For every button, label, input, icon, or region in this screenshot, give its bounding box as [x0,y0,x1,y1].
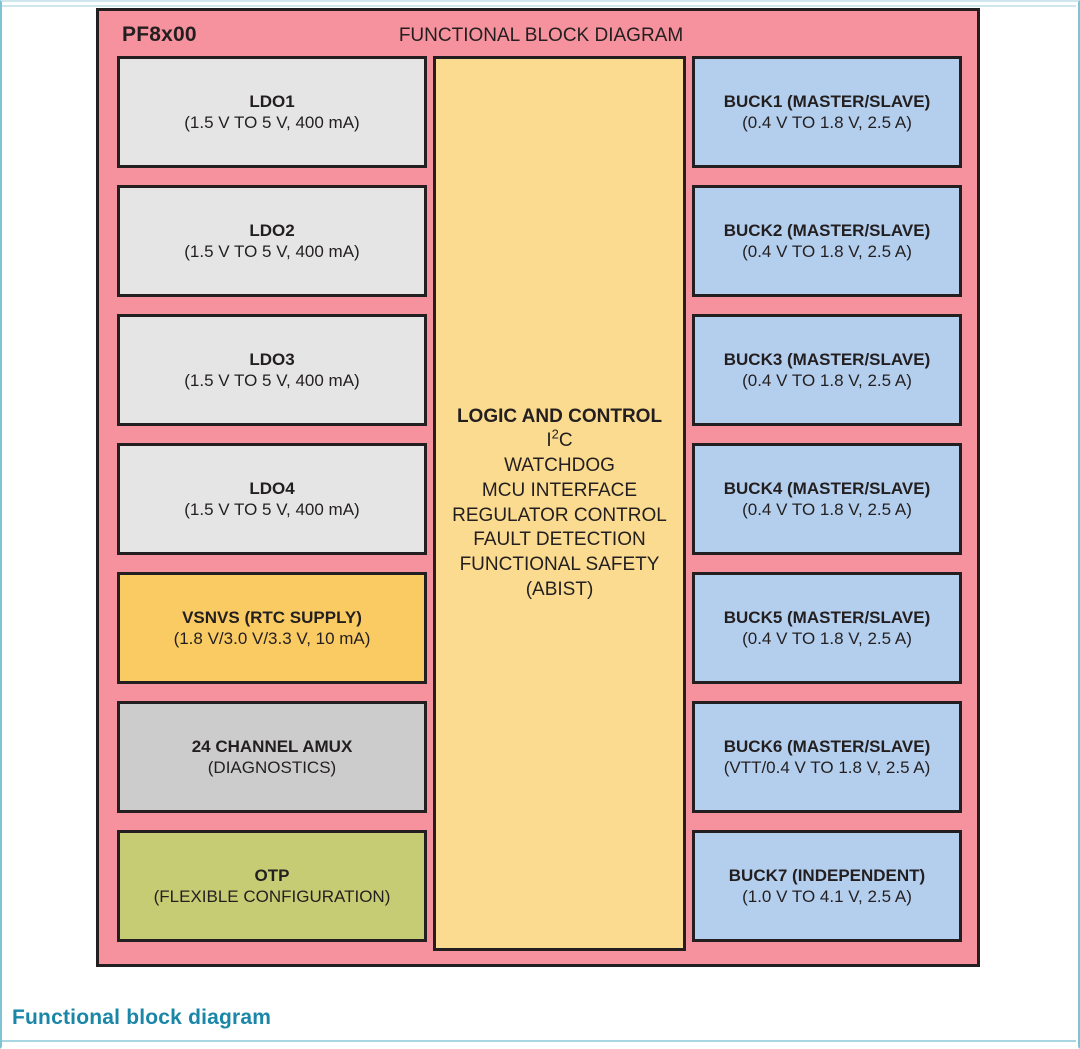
diagram-title-label: FUNCTIONAL BLOCK DIAGRAM [398,25,684,46]
logic-block-line-3: REGULATOR CONTROL [452,504,667,526]
left-block-1-title: LDO1 [249,91,295,111]
buck-block-7-subtitle: (1.0 V TO 4.1 V, 2.5 A) [742,887,912,906]
buck-block-7-title: BUCK7 (INDEPENDENT) [728,865,926,885]
left-block-6-title: 24 CHANNEL AMUX [191,736,353,756]
buck-block-5: BUCK5 (MASTER/SLAVE) (0.4 V TO 1.8 V, 2.5… [692,572,962,684]
left-block-2-subtitle: (1.5 V TO 5 V, 400 mA) [184,242,360,261]
bottom-rule [2,1040,1076,1042]
left-block-6: 24 CHANNEL AMUX (DIAGNOSTICS) [117,701,427,813]
device-container: PF8x00 FUNCTIONAL BLOCK DIAGRAM LDO1 (1.5… [96,8,980,967]
logic-block-line-6: (ABIST) [525,578,594,600]
left-block-5: VSNVS (RTC SUPPLY) (1.8 V/3.0 V/3.3 V, 10… [117,572,427,684]
buck-block-2: BUCK2 (MASTER/SLAVE) (0.4 V TO 1.8 V, 2.5… [692,185,962,297]
left-block-5-subtitle: (1.8 V/3.0 V/3.3 V, 10 mA) [173,629,371,648]
top-rule [2,5,1076,7]
i2c-superscript: 2 [551,427,559,443]
figure-caption: Functional block diagram [12,1006,272,1029]
logic-block-line-4: FAULT DETECTION [473,529,646,551]
right-block-column: BUCK1 (MASTER/SLAVE) (0.4 V TO 1.8 V, 2.5… [692,56,962,959]
left-block-2: LDO2 (1.5 V TO 5 V, 400 mA) [117,185,427,297]
buck-block-4-title: BUCK4 (MASTER/SLAVE) [723,478,931,498]
device-name-label: PF8x00 [122,23,197,46]
buck-block-6-title: BUCK6 (MASTER/SLAVE) [723,736,931,756]
buck-block-3: BUCK3 (MASTER/SLAVE) (0.4 V TO 1.8 V, 2.5… [692,314,962,426]
i2c-suffix: C [558,430,573,452]
left-block-1: LDO1 (1.5 V TO 5 V, 400 mA) [117,56,427,168]
left-block-4: LDO4 (1.5 V TO 5 V, 400 mA) [117,443,427,555]
left-block-4-subtitle: (1.5 V TO 5 V, 400 mA) [184,500,360,519]
buck-block-6-subtitle: (VTT/0.4 V TO 1.8 V, 2.5 A) [723,758,931,777]
buck-block-6: BUCK6 (MASTER/SLAVE) (VTT/0.4 V TO 1.8 V,… [692,701,962,813]
logic-block-title: LOGIC AND CONTROL [456,405,663,427]
left-block-3: LDO3 (1.5 V TO 5 V, 400 mA) [117,314,427,426]
buck-block-5-title: BUCK5 (MASTER/SLAVE) [723,607,931,627]
buck-block-4: BUCK4 (MASTER/SLAVE) (0.4 V TO 1.8 V, 2.5… [692,443,962,555]
left-block-column: LDO1 (1.5 V TO 5 V, 400 mA) LDO2 (1.5 V TO … [117,56,427,959]
buck-block-7: BUCK7 (INDEPENDENT) (1.0 V TO 4.1 V, 2.5 … [692,830,962,942]
left-block-5-title: VSNVS (RTC SUPPLY) [182,607,362,627]
buck-block-1-subtitle: (0.4 V TO 1.8 V, 2.5 A) [742,113,912,132]
buck-block-3-title: BUCK3 (MASTER/SLAVE) [723,349,931,369]
buck-block-3-subtitle: (0.4 V TO 1.8 V, 2.5 A) [742,371,912,390]
buck-block-5-subtitle: (0.4 V TO 1.8 V, 2.5 A) [742,629,912,648]
left-block-7-title: OTP [254,865,290,885]
buck-block-1: BUCK1 (MASTER/SLAVE) (0.4 V TO 1.8 V, 2.5… [692,56,962,168]
i2c-prefix: I [546,430,552,452]
buck-block-2-subtitle: (0.4 V TO 1.8 V, 2.5 A) [742,242,912,261]
left-block-6-subtitle: (DIAGNOSTICS) [207,758,337,777]
left-block-2-title: LDO2 [249,220,295,240]
left-block-3-subtitle: (1.5 V TO 5 V, 400 mA) [184,371,360,390]
left-block-7: OTP (FLEXIBLE CONFIGURATION) [117,830,427,942]
left-block-1-subtitle: (1.5 V TO 5 V, 400 mA) [184,113,360,132]
logic-block-line-2: MCU INTERFACE [481,479,638,501]
logic-block-line-1: WATCHDOG [504,455,615,477]
buck-block-2-title: BUCK2 (MASTER/SLAVE) [723,220,931,240]
logic-block-i2c-line: I2C [546,427,573,454]
left-block-4-title: LDO4 [249,478,295,498]
left-block-3-title: LDO3 [249,349,295,369]
logic-block-line-5: FUNCTIONAL SAFETY [459,553,660,575]
left-block-7-subtitle: (FLEXIBLE CONFIGURATION) [153,887,391,906]
buck-block-4-subtitle: (0.4 V TO 1.8 V, 2.5 A) [742,500,912,519]
buck-block-1-title: BUCK1 (MASTER/SLAVE) [723,91,931,111]
